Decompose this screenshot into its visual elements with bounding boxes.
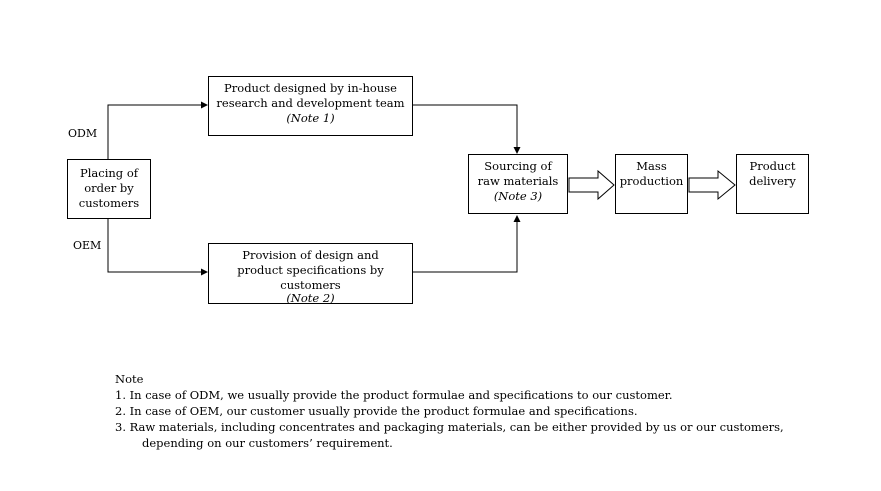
in-house-line-2: research and development team [216, 96, 405, 110]
sourcing-line-1: Sourcing of [484, 159, 552, 173]
notes-section: Note 1. In case of ODM, we usually provi… [115, 371, 784, 451]
note-item-1: 1. In case of ODM, we usually provide th… [115, 388, 673, 402]
oem-connector [107, 219, 208, 276]
in-house-to-sourcing-connector [413, 104, 521, 154]
sourcing-line-2: raw materials [477, 174, 559, 188]
note-item-3-continued: depending on our customers’ requirement. [142, 436, 393, 450]
delivery-line-1: Product [749, 159, 796, 173]
provision-note-ref: (Note 2) [286, 291, 335, 305]
odm-label: ODM [68, 127, 98, 140]
mass-line-2: production [619, 174, 684, 188]
provision-to-sourcing-connector [413, 215, 521, 273]
placing-order-line-3: customers [78, 196, 140, 210]
hollow-arrow-sourcing-to-mass [568, 169, 615, 201]
placing-order-line-2: order by [84, 181, 134, 195]
sourcing-note-ref: (Note 3) [493, 189, 543, 203]
note-item-2: 2. In case of OEM, our customer usually … [115, 404, 638, 418]
in-house-line-1: Product designed by in-house [224, 81, 397, 95]
oem-label: OEM [73, 239, 102, 252]
note-item-3: 3. Raw materials, including concentrates… [115, 420, 784, 434]
mass-production-box: Mass production [615, 154, 688, 214]
hollow-arrow-mass-to-delivery [688, 169, 736, 201]
notes-title: Note [115, 372, 144, 386]
mass-line-1: Mass [636, 159, 667, 173]
delivery-line-2: delivery [749, 174, 796, 188]
provision-line-2: product specifications by [237, 263, 384, 277]
product-delivery-box: Product delivery [736, 154, 809, 214]
in-house-design-box: Product designed by in-house research an… [208, 76, 413, 136]
placing-order-box: Placing of order by customers [67, 159, 151, 219]
in-house-note-ref: (Note 1) [286, 111, 335, 125]
sourcing-box: Sourcing of raw materials (Note 3) [468, 154, 568, 214]
provision-line-1: Provision of design and [242, 248, 379, 262]
customer-design-box: Provision of design and product specific… [208, 243, 413, 304]
provision-line-3: customers [280, 278, 341, 292]
odm-connector [107, 101, 208, 159]
placing-order-line-1: Placing of [80, 166, 138, 180]
